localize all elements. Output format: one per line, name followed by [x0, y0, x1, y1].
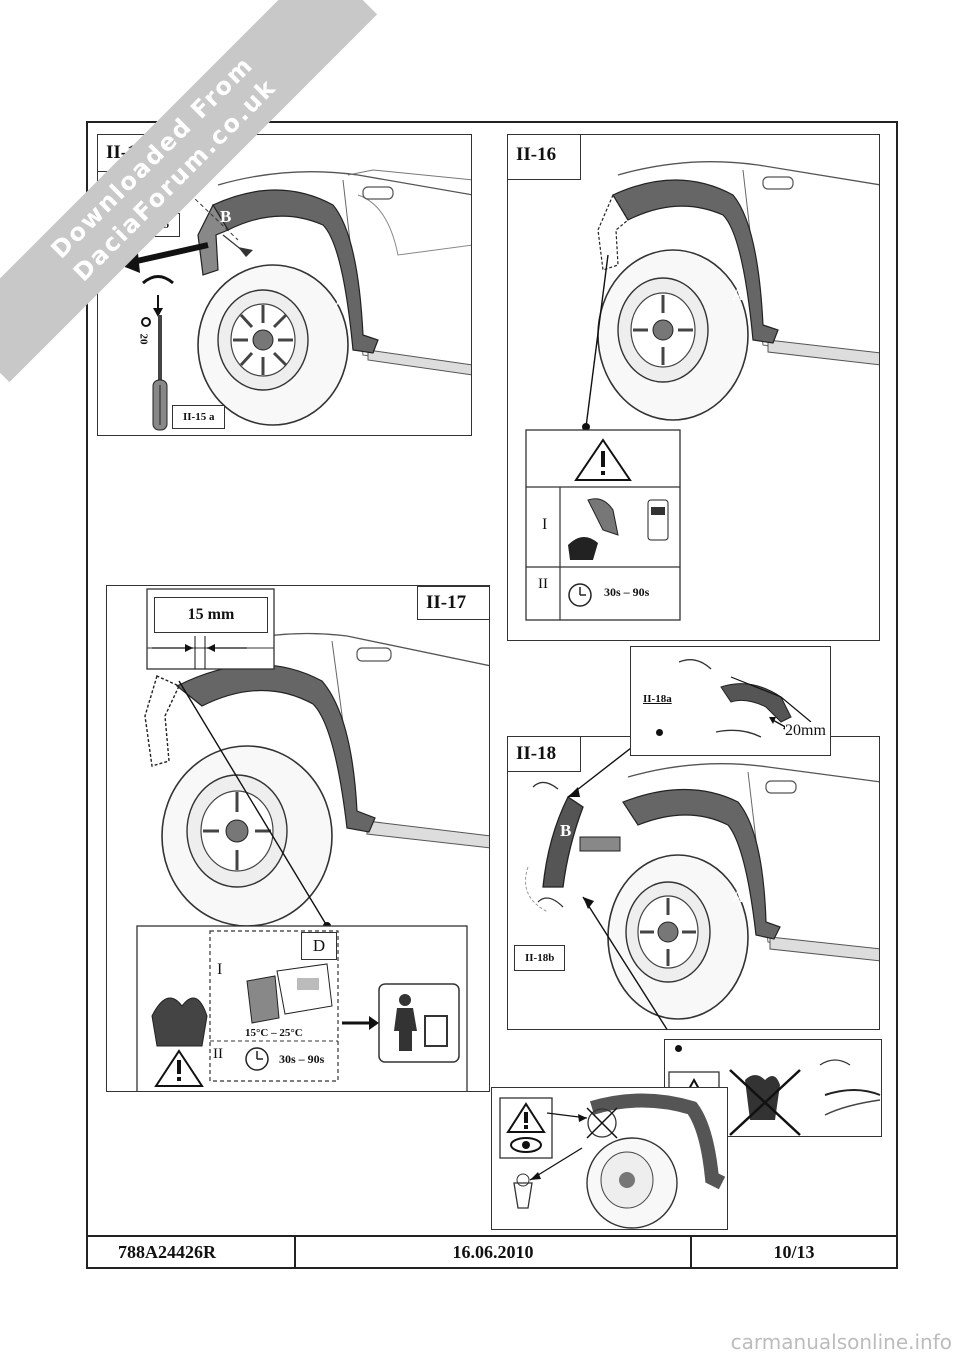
panel-ii-17: II-17 15 mm A D I 15°C – 25°C II 30s – 9… [106, 585, 490, 1092]
document-date: 16.06.2010 [296, 1237, 692, 1267]
title-block: 788A24426R 16.06.2010 10/13 [86, 1235, 898, 1269]
panel-ii-17-label: II-17 [417, 586, 489, 620]
step-i-label: I [542, 516, 548, 533]
document-reference: 788A24426R [88, 1237, 296, 1267]
step-ii-label: II [213, 1046, 223, 1062]
inspection-panel [491, 1087, 728, 1230]
part-b-marker: B [220, 207, 232, 226]
distance-label: 20mm [785, 722, 826, 740]
panel-ii-15-a-label: II-15 a [172, 405, 226, 429]
temperature-label: 15°C – 25°C [245, 1027, 303, 1039]
panel-ii-16-illustration [525, 161, 879, 621]
part-a-marker: A [732, 285, 745, 304]
panel-ii-18a-illustration [678, 659, 812, 738]
panel-ii-15: II-15 II-15 b II-15 a B A 20 [97, 134, 472, 436]
panel-ii-16-label: II-16 [508, 135, 581, 180]
step-ii-label: II [538, 576, 548, 592]
warning-connector [675, 1045, 682, 1052]
part-a-marker: A [334, 293, 347, 312]
panel-ii-15-illustration [120, 169, 471, 431]
inset-connector [656, 729, 663, 736]
torx-size-label: 20 [137, 333, 150, 345]
page-number: 10/13 [773, 1242, 815, 1262]
panel-ii-17-illustration [136, 588, 489, 1091]
step-i-label: I [217, 961, 223, 978]
panel-ii-18b-label: II-18b [514, 945, 566, 971]
gap-measure-box: 15 mm [154, 597, 268, 633]
panel-ii-18a-label: II-18a [643, 693, 672, 705]
panel-ii-16: II-16 A I II 30s – 90s [507, 134, 880, 641]
panel-ii-18-illustration [525, 737, 879, 1029]
panel-ii-18a-inset: II-18a 20mm [630, 646, 831, 756]
cure-time-label: 30s – 90s [279, 1052, 325, 1066]
inspection-illustration [499, 1093, 726, 1229]
site-watermark: carmanualsonline.info [730, 1330, 952, 1354]
part-b-marker: B [560, 821, 572, 840]
part-a-marker: A [732, 887, 745, 906]
panel-ii-18: II-18 II-18b B A [507, 736, 880, 1030]
part-a-marker: A [319, 746, 332, 765]
panel-ii-18-label: II-18 [508, 737, 581, 772]
cure-time-label: 30s – 90s [604, 585, 650, 599]
cleaner-d-label: D [301, 932, 337, 960]
